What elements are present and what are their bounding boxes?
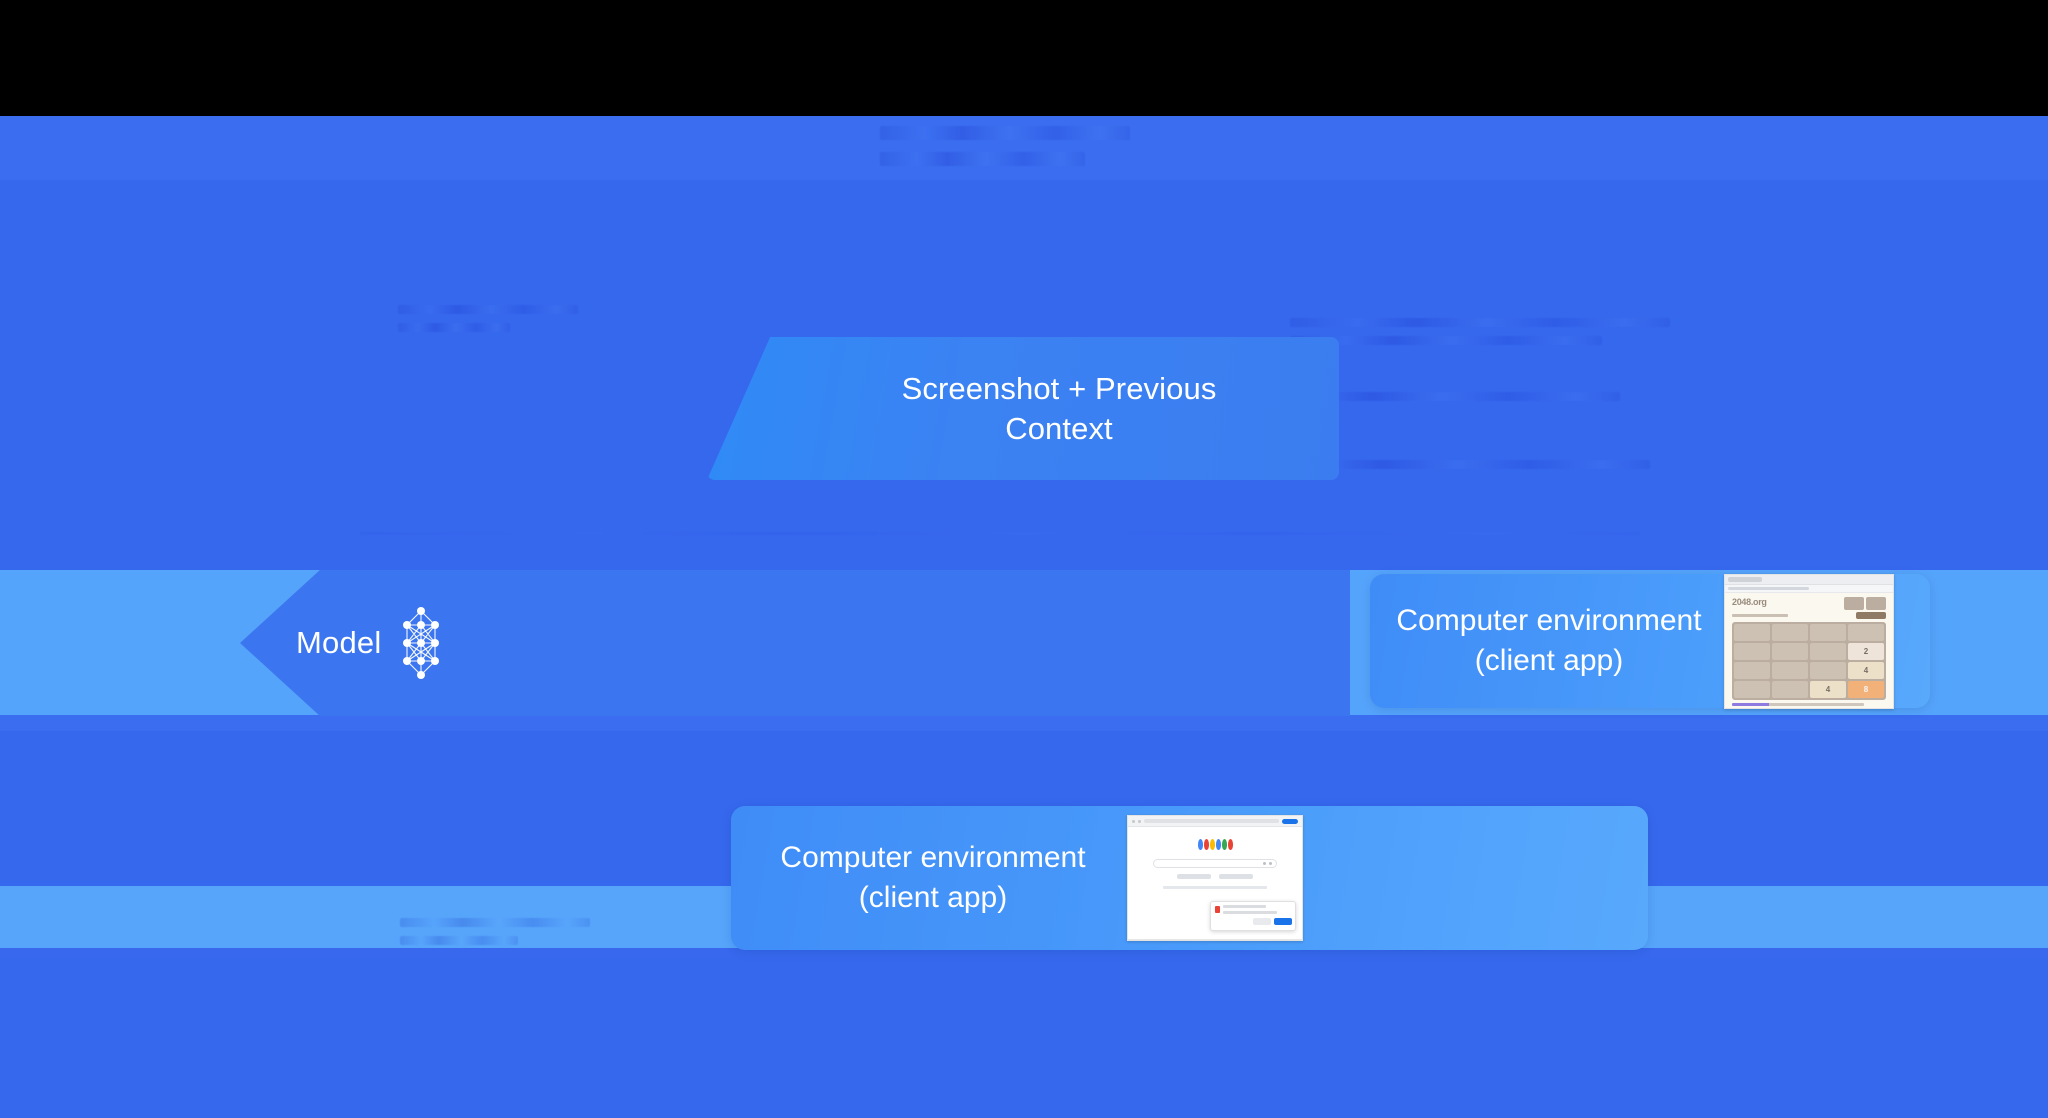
background-band-1 — [0, 116, 2048, 180]
2048-tile — [1734, 680, 1770, 698]
download-notification-dialog[interactable] — [1210, 901, 1296, 931]
2048-tile — [1772, 642, 1808, 660]
top-black-bar — [0, 0, 2048, 116]
screenshot-context-label: Screenshot + Previous Context — [901, 370, 1217, 446]
google-search-thumbnail — [1127, 815, 1303, 941]
2048-new-game-button[interactable] — [1856, 611, 1886, 619]
2048-tile — [1772, 623, 1808, 641]
google-note-text — [1162, 886, 1268, 889]
2048-tile: 2 — [1848, 642, 1884, 660]
2048-grid: 2 4 4 8 — [1732, 621, 1886, 700]
2048-game-thumbnail: 2048.org 2 — [1724, 573, 1894, 709]
computer-environment-card-bottom[interactable]: Computer environment (client app) — [731, 806, 1648, 950]
pdf-file-icon — [1215, 906, 1220, 913]
browser-tab — [1728, 576, 1762, 582]
screenshot-context-node[interactable]: Screenshot + Previous Context — [707, 337, 1339, 480]
google-logo — [1197, 837, 1233, 850]
browser-toolbar — [1128, 816, 1302, 827]
google-footer — [1128, 939, 1302, 940]
2048-tile — [1848, 623, 1884, 641]
2048-tile — [1734, 642, 1770, 660]
model-label: Model — [296, 625, 382, 660]
2048-site-title: 2048.org — [1732, 596, 1767, 607]
google-page — [1128, 827, 1302, 940]
background-band-7 — [0, 948, 2048, 958]
2048-tile: 4 — [1848, 661, 1884, 679]
browser-profile-pill — [1282, 818, 1298, 824]
2048-footer-link — [1732, 702, 1865, 706]
computer-environment-label-bottom: Computer environment (client app) — [780, 841, 1086, 914]
computer-environment-card-top[interactable]: Computer environment (client app) 2048.o… — [1370, 573, 1930, 709]
browser-tab-bar — [1725, 574, 1893, 585]
2048-tile: 4 — [1810, 680, 1846, 698]
2048-instructions — [1732, 613, 1788, 617]
google-buttons[interactable] — [1177, 874, 1253, 879]
2048-scoreboard — [1844, 596, 1886, 610]
2048-tile: 8 — [1848, 680, 1884, 698]
2048-tile — [1734, 623, 1770, 641]
model-node[interactable]: Model — [240, 570, 1350, 716]
google-search-input[interactable] — [1153, 859, 1277, 868]
2048-tile — [1772, 680, 1808, 698]
background-band-4 — [0, 715, 2048, 731]
browser-address-bar — [1144, 819, 1279, 823]
computer-environment-label-top: Computer environment (client app) — [1396, 604, 1702, 677]
2048-tile — [1734, 661, 1770, 679]
2048-tile — [1810, 642, 1846, 660]
2048-tile — [1810, 623, 1846, 641]
background-band-8 — [0, 958, 2048, 1118]
2048-page: 2048.org 2 — [1725, 592, 1893, 708]
browser-address-bar — [1725, 584, 1893, 593]
2048-tile — [1810, 661, 1846, 679]
2048-tile — [1772, 661, 1808, 679]
neural-network-icon — [399, 605, 443, 681]
